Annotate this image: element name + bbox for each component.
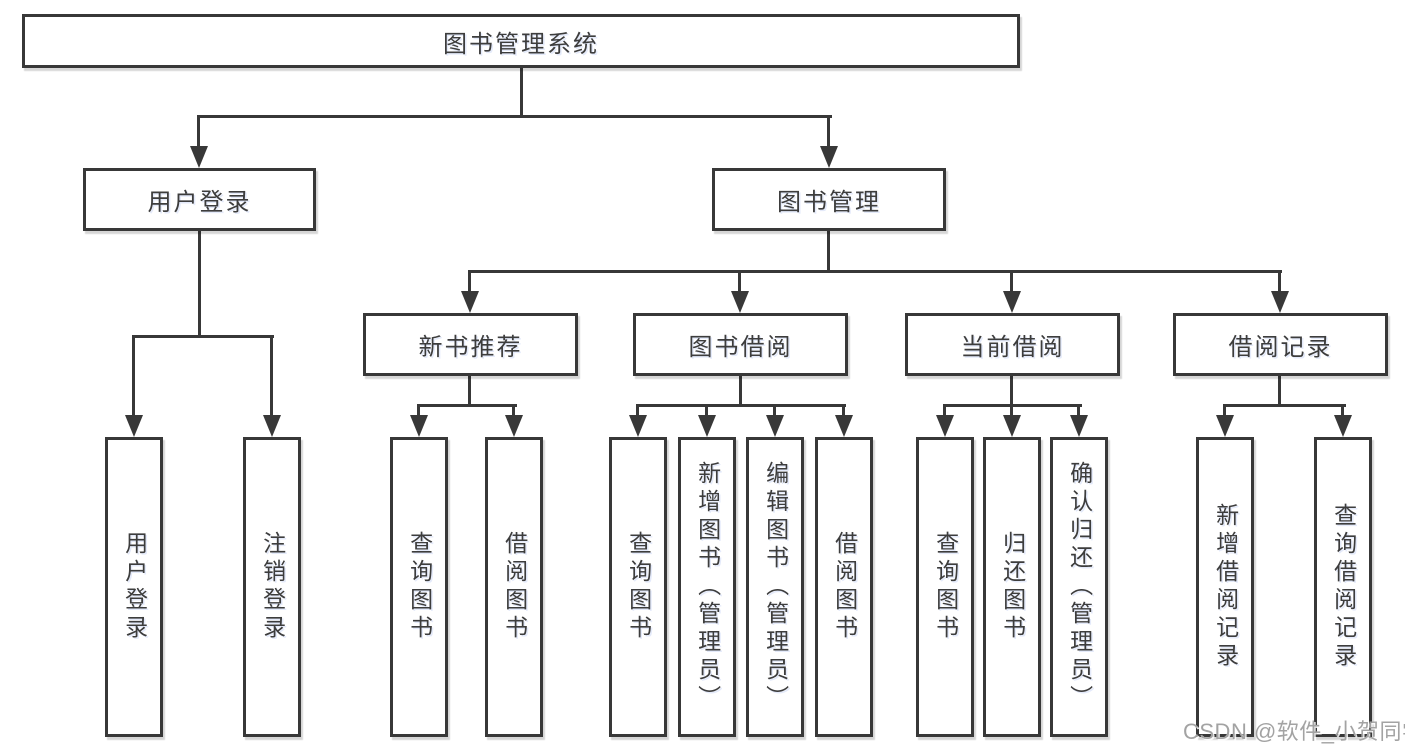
leaf-confirm-return-admin: 确认归还（管理员） (1050, 437, 1108, 737)
leaf-add-books-admin: 新增图书（管理员） (678, 437, 736, 737)
connector-user-login-split (132, 335, 274, 338)
connector-tail (270, 335, 273, 417)
arrowhead-down-icon (1216, 415, 1234, 437)
connector-book-mgmt-split (468, 270, 1282, 273)
leaf-edit-books-admin: 编辑图书（管理员） (746, 437, 804, 737)
connector-group-split (636, 404, 846, 407)
leaf-query-books-borrow: 查询图书 (609, 437, 667, 737)
connector-tail (705, 404, 708, 418)
node-borrow-records: 借阅记录 (1173, 313, 1388, 376)
csdn-watermark: CSDN @软件_小贺同学 (1183, 719, 1405, 744)
connector-user-login-stem (198, 231, 201, 337)
arrowhead-down-icon (1070, 415, 1088, 437)
connector-group-stem (1010, 376, 1013, 407)
connector-tail (827, 115, 830, 148)
connector-tail (512, 404, 515, 418)
node-user-login: 用户登录 (83, 168, 316, 231)
connector-group-split (417, 404, 517, 407)
arrowhead-down-icon (461, 291, 479, 313)
connector-tail (636, 404, 639, 418)
connector-tail (1278, 270, 1281, 292)
connector-root-split (198, 115, 832, 118)
connector-tail (1077, 404, 1080, 418)
connector-tail (197, 115, 200, 148)
connector-tail (468, 270, 471, 292)
arrowhead-down-icon (263, 415, 281, 437)
connector-group-stem (1278, 376, 1281, 407)
connector-tail (943, 404, 946, 418)
connector-group-split (1223, 404, 1346, 407)
leaf-return-books: 归还图书 (983, 437, 1041, 737)
leaf-logout: 注销登录 (243, 437, 301, 737)
arrowhead-down-icon (766, 415, 784, 437)
leaf-borrow-books-recommend: 借阅图书 (485, 437, 543, 737)
connector-tail (1010, 270, 1013, 292)
leaf-query-borrow-record: 查询借阅记录 (1314, 437, 1372, 737)
connector-root-stem (520, 68, 523, 118)
connector-group-stem (468, 376, 471, 407)
connector-tail (1341, 404, 1344, 418)
node-current-borrow: 当前借阅 (905, 313, 1120, 376)
arrowhead-down-icon (698, 415, 716, 437)
arrowhead-down-icon (629, 415, 647, 437)
arrowhead-down-icon (820, 146, 838, 168)
leaf-add-borrow-record: 新增借阅记录 (1196, 437, 1254, 737)
node-new-book-recommend: 新书推荐 (363, 313, 578, 376)
node-book-management-system: 图书管理系统 (22, 14, 1020, 68)
connector-group-stem (739, 376, 742, 407)
node-book-borrow: 图书借阅 (633, 313, 848, 376)
connector-tail (1223, 404, 1226, 418)
connector-book-mgmt-stem (827, 231, 830, 272)
arrowhead-down-icon (505, 415, 523, 437)
connector-tail (842, 404, 845, 418)
arrowhead-down-icon (1003, 415, 1021, 437)
leaf-query-books-recommend: 查询图书 (390, 437, 448, 737)
node-book-management: 图书管理 (712, 168, 946, 231)
connector-tail (132, 335, 135, 417)
connector-tail (773, 404, 776, 418)
arrowhead-down-icon (1334, 415, 1352, 437)
connector-tail (738, 270, 741, 292)
arrowhead-down-icon (190, 146, 208, 168)
arrowhead-down-icon (731, 291, 749, 313)
arrowhead-down-icon (835, 415, 853, 437)
arrowhead-down-icon (1003, 291, 1021, 313)
arrowhead-down-icon (125, 415, 143, 437)
arrowhead-down-icon (410, 415, 428, 437)
connector-tail (417, 404, 420, 418)
arrowhead-down-icon (1271, 291, 1289, 313)
connector-tail (1010, 404, 1013, 418)
leaf-user-login: 用户登录 (105, 437, 163, 737)
leaf-query-books-current: 查询图书 (916, 437, 974, 737)
leaf-borrow-books: 借阅图书 (815, 437, 873, 737)
arrowhead-down-icon (936, 415, 954, 437)
